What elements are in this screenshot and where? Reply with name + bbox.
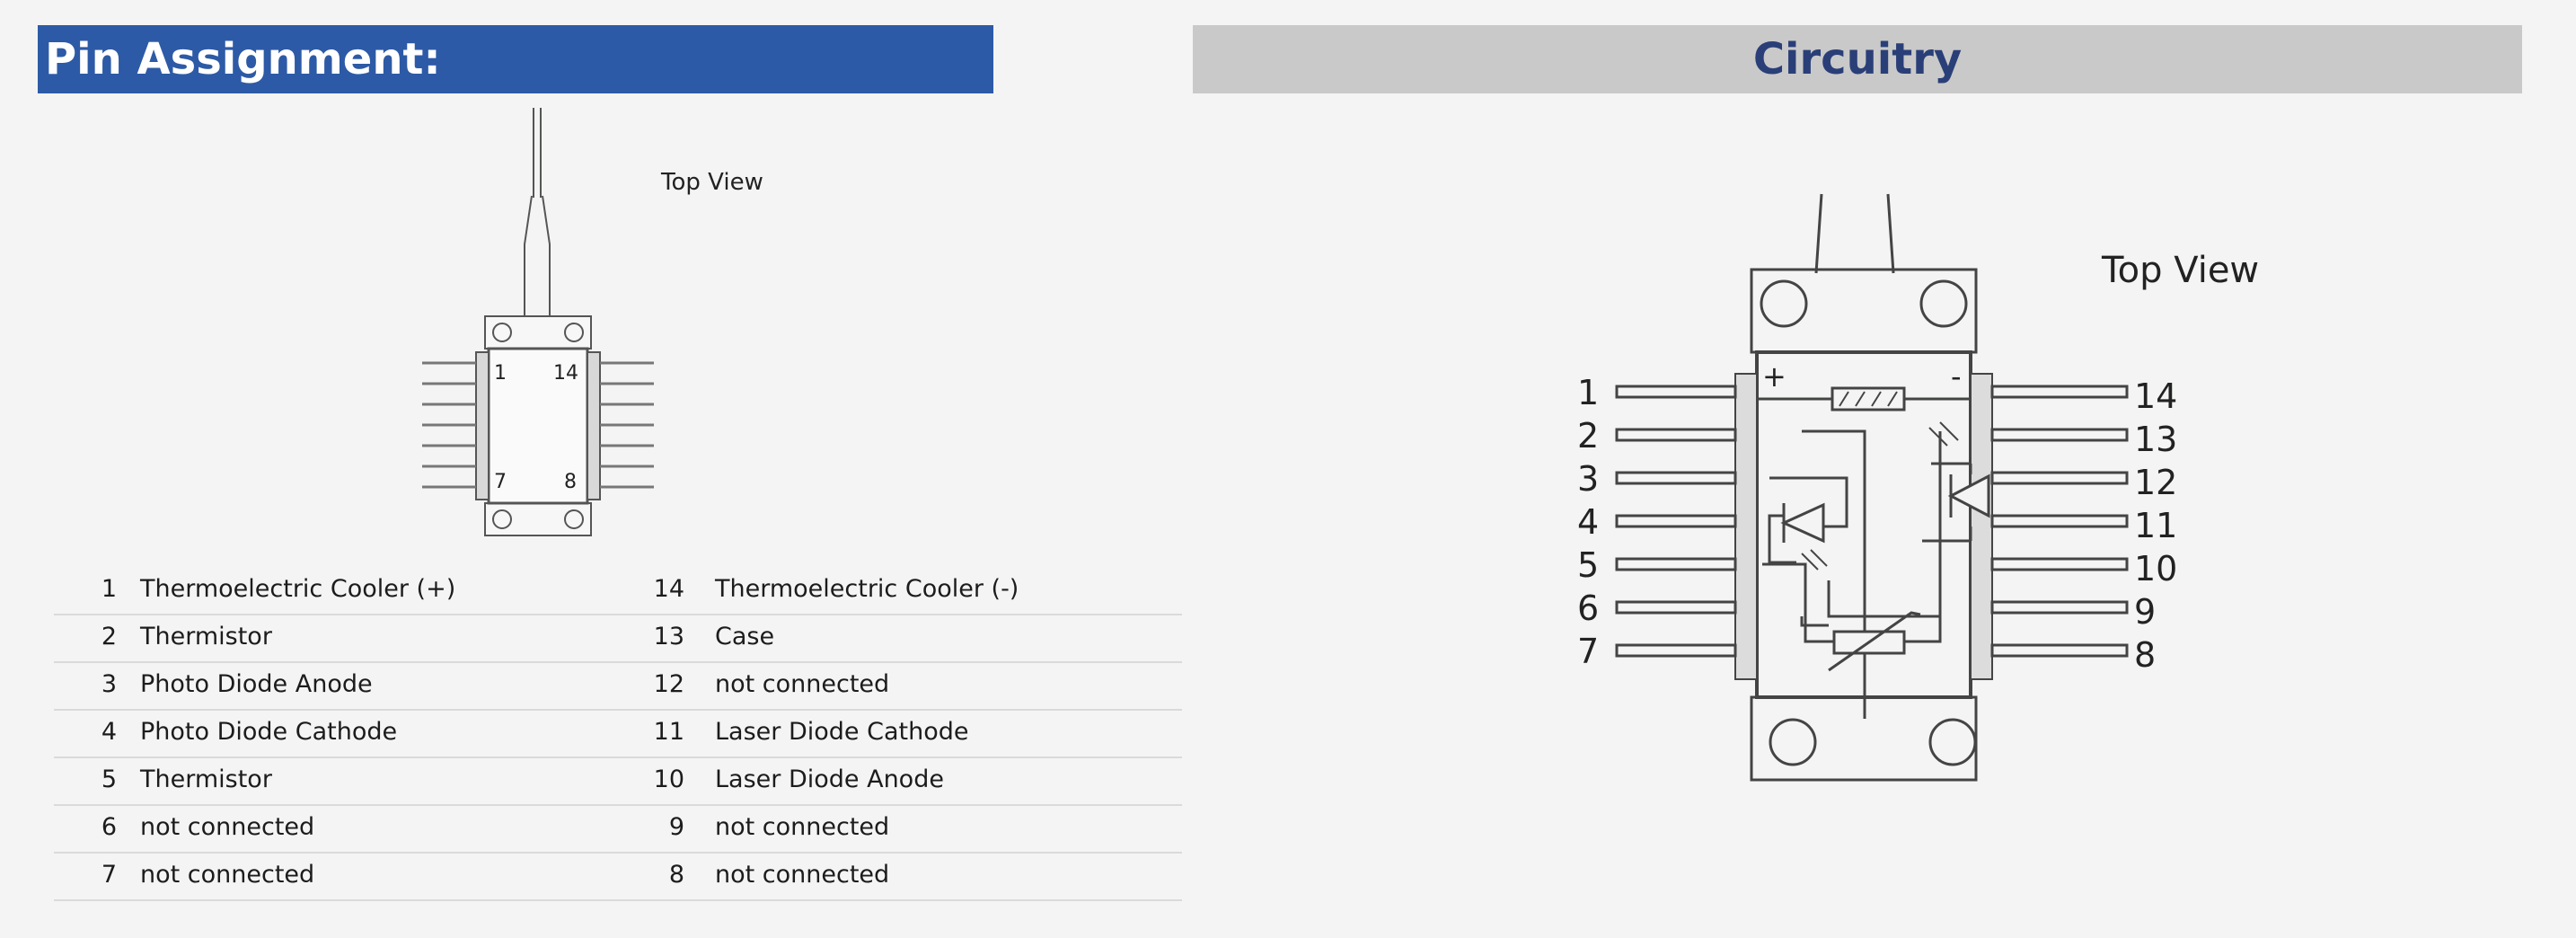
pin-number: 10 xyxy=(653,765,684,793)
pin-function: not connected xyxy=(715,670,890,698)
circuit-pin-right: 9 xyxy=(2134,592,2156,632)
pin-function: Thermistor xyxy=(140,765,272,793)
circuit-lead-right xyxy=(1990,643,2129,658)
pin-function: Laser Diode Cathode xyxy=(715,718,969,746)
circuit-pin-right: 8 xyxy=(2134,635,2156,675)
pin-number: 5 xyxy=(101,765,117,793)
pin-number: 1 xyxy=(101,575,117,603)
pin-number: 7 xyxy=(101,861,117,889)
pin-number: 11 xyxy=(653,718,684,746)
table-row: 4 Photo Diode Cathode 11 Laser Diode Cathod… xyxy=(54,709,1182,758)
top-view-label: Top View xyxy=(2102,250,2260,291)
pin-assignment-header: Pin Assignment: xyxy=(38,25,993,93)
table-row: 6 not connected 9 not connected xyxy=(54,804,1182,854)
diagram-pin-8: 8 xyxy=(564,471,577,493)
circuit-lead-left xyxy=(1615,428,1737,442)
circuit-pin-left: 5 xyxy=(1577,545,1599,585)
circuit-pin-right: 11 xyxy=(2134,506,2177,545)
pin-function: Photo Diode Cathode xyxy=(140,718,398,746)
pin-number: 4 xyxy=(101,718,117,746)
table-row: 5 Thermistor 10 Laser Diode Anode xyxy=(54,757,1182,806)
circuit-lead-right xyxy=(1990,428,2129,442)
circuitry-header: Circuitry xyxy=(1193,25,2522,93)
table-row: 3 Photo Diode Anode 12 not connected xyxy=(54,661,1182,711)
circuit-pin-right: 12 xyxy=(2134,463,2177,502)
circuit-pin-left: 4 xyxy=(1577,502,1599,542)
circuit-lead-right xyxy=(1990,385,2129,399)
diagram-pin-1: 1 xyxy=(494,362,507,385)
circuit-lead-right xyxy=(1990,514,2129,528)
circuit-pin-left: 1 xyxy=(1577,373,1599,412)
diagram-pin-14: 14 xyxy=(553,362,578,385)
pin-number: 2 xyxy=(101,623,117,650)
circuit-minus: - xyxy=(1951,359,1962,394)
pin-function: Case xyxy=(715,623,775,650)
circuit-pin-right: 10 xyxy=(2134,549,2177,588)
circuit-pin-right: 14 xyxy=(2134,376,2177,416)
circuit-plus: + xyxy=(1762,359,1786,394)
pin-number: 14 xyxy=(653,575,684,603)
table-row: 2 Thermistor 13 Case xyxy=(54,614,1182,663)
table-row: 7 not connected 8 not connected xyxy=(54,852,1182,901)
pin-function: not connected xyxy=(140,861,315,889)
table-row: 1 Thermoelectric Cooler (+) 14 Thermoelectr… xyxy=(54,566,1182,615)
package-top-view-diagram: 1 14 7 8 xyxy=(422,108,654,536)
circuit-pin-right: 13 xyxy=(2134,420,2177,459)
circuit-lead-left xyxy=(1615,600,1737,615)
pin-function: not connected xyxy=(715,861,890,889)
circuit-pin-left: 6 xyxy=(1577,588,1599,628)
circuit-lead-left xyxy=(1615,643,1737,658)
pin-number: 13 xyxy=(653,623,684,650)
pin-number: 8 xyxy=(668,861,684,889)
circuit-lead-left xyxy=(1615,471,1737,485)
diagram-pin-7: 7 xyxy=(494,471,507,493)
circuit-pin-left: 3 xyxy=(1577,459,1599,499)
circuit-lead-right xyxy=(1990,600,2129,615)
circuit-diagram: + - 1 14 2 13 3 12 4 11 5 10 6 9 7 8 xyxy=(1577,193,2177,782)
circuit-lead-left xyxy=(1615,557,1737,571)
pin-number: 9 xyxy=(668,813,684,841)
pin-number: 3 xyxy=(101,670,117,698)
pin-number: 6 xyxy=(101,813,117,841)
pin-function: Laser Diode Anode xyxy=(715,765,944,793)
circuit-lead-left xyxy=(1615,385,1737,399)
pin-function: Thermistor xyxy=(140,623,272,650)
circuit-pin-left: 7 xyxy=(1577,632,1599,671)
pin-function: Thermoelectric Cooler (+) xyxy=(140,575,456,603)
top-view-label: Top View xyxy=(661,169,763,196)
circuit-pin-left: 2 xyxy=(1577,416,1599,456)
circuit-lead-right xyxy=(1990,471,2129,485)
circuit-lead-right xyxy=(1990,557,2129,571)
pin-function: Thermoelectric Cooler (-) xyxy=(715,575,1019,603)
pin-function: Photo Diode Anode xyxy=(140,670,373,698)
pin-function: not connected xyxy=(715,813,890,841)
pin-function: not connected xyxy=(140,813,315,841)
pin-number: 12 xyxy=(653,670,684,698)
circuit-lead-left xyxy=(1615,514,1737,528)
